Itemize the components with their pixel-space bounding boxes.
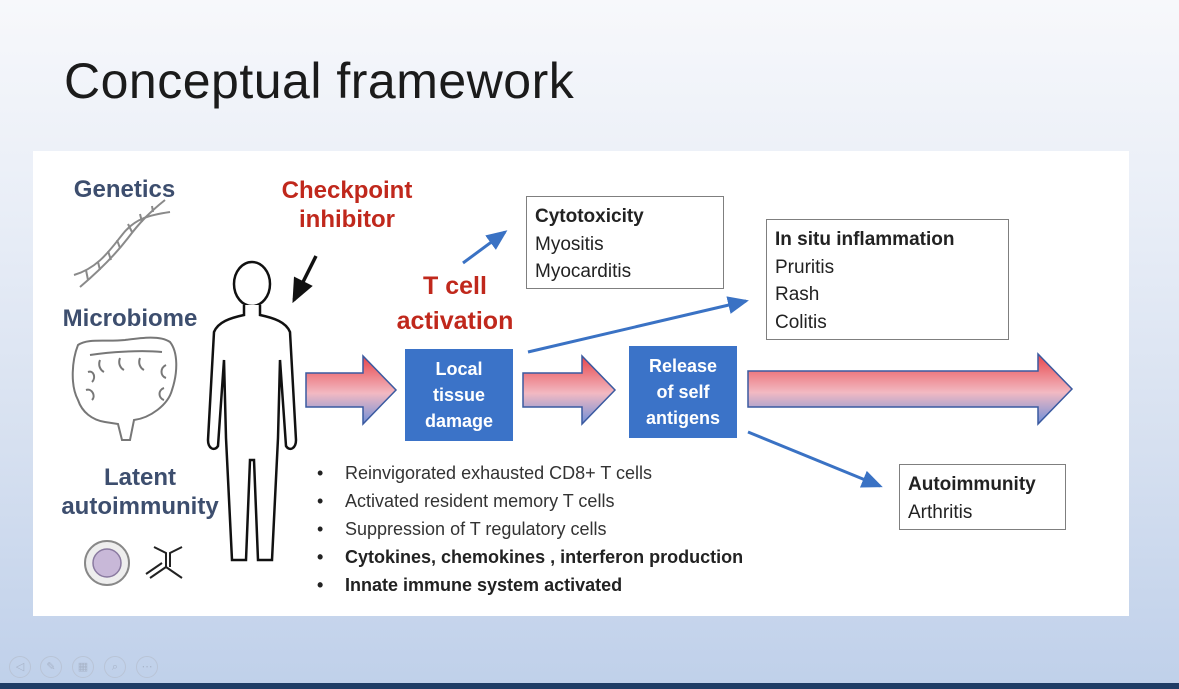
checkpoint-line2: inhibitor [299, 205, 395, 233]
slides-grid-icon[interactable]: ▦ [72, 656, 94, 678]
tcell-line1: T cell [423, 272, 487, 300]
pen-icon[interactable]: ✎ [40, 656, 62, 678]
antibody-icon [145, 546, 183, 579]
cytotoxicity-item: Myocarditis [535, 261, 632, 283]
arrow-to-cytotoxicity [462, 230, 508, 265]
insitu-item: Rash [775, 284, 820, 306]
local-line2: tissue [432, 384, 486, 405]
checkpoint-line1: Checkpoint [281, 177, 413, 204]
tcell-activation-label: T cell activation [380, 269, 530, 339]
mechanism-item: Innate immune system activated [317, 572, 743, 600]
block-arrow-2 [522, 354, 617, 426]
mechanism-list: Reinvigorated exhausted CD8+ T cells Act… [317, 460, 743, 600]
autoimmunity-item: Arthritis [908, 501, 973, 523]
local-line1: Local [435, 358, 483, 379]
release-line1: Release [648, 355, 718, 376]
intestine-icon [71, 336, 178, 441]
release-line3: antigens [645, 408, 720, 429]
arrow-to-autoimmunity [747, 430, 883, 488]
release-line2: of self [656, 381, 710, 402]
latent-autoimmunity-label: Latent autoimmunity [45, 464, 235, 522]
local-line3: damage [424, 411, 494, 432]
slide-title: Conceptual framework [64, 53, 575, 109]
cytotoxicity-item: Myositis [535, 233, 604, 255]
block-arrow-3 [747, 352, 1074, 426]
insitu-inflammation-box: In situ inflammation Pruritis Rash Colit… [766, 219, 1009, 340]
cytotoxicity-title: Cytotoxicity [535, 206, 644, 227]
autoimmunity-title: Autoimmunity [908, 474, 1036, 495]
insitu-item: Colitis [775, 311, 827, 333]
checkpoint-inhibitor-label: Checkpoint inhibitor [262, 177, 432, 235]
taskbar-strip [0, 683, 1179, 689]
latent-line1: Latent [104, 464, 176, 491]
block-arrow-1 [305, 354, 398, 426]
more-options-icon[interactable]: ⋯ [136, 656, 158, 678]
autoimmunity-box: Autoimmunity Arthritis [899, 464, 1066, 530]
tcell-line2: activation [396, 307, 514, 335]
arrow-to-insitu [527, 296, 749, 354]
release-self-antigens-box: Release of self antigens [629, 346, 737, 438]
genetics-label: Genetics [73, 176, 176, 203]
local-tissue-damage-box: Local tissue damage [405, 349, 513, 441]
mechanism-item: Activated resident memory T cells [317, 488, 743, 516]
insitu-title: In situ inflammation [775, 229, 955, 250]
mechanism-item: Reinvigorated exhausted CD8+ T cells [317, 460, 743, 488]
microbiome-label: Microbiome [62, 305, 198, 332]
mechanism-item: Cytokines, chemokines , interferon produ… [317, 544, 743, 572]
latent-line2: autoimmunity [61, 492, 219, 520]
insitu-item: Pruritis [775, 256, 835, 278]
mechanism-item: Suppression of T regulatory cells [317, 516, 743, 544]
dna-icon [73, 199, 171, 288]
cell-icon [84, 540, 130, 586]
previous-slide-icon[interactable]: ◁ [9, 656, 31, 678]
human-silhouette-icon [206, 260, 298, 562]
cytotoxicity-box: Cytotoxicity Myositis Myocarditis [526, 196, 724, 289]
zoom-icon[interactable]: ⌕ [104, 656, 126, 678]
checkpoint-arrow [292, 255, 318, 304]
